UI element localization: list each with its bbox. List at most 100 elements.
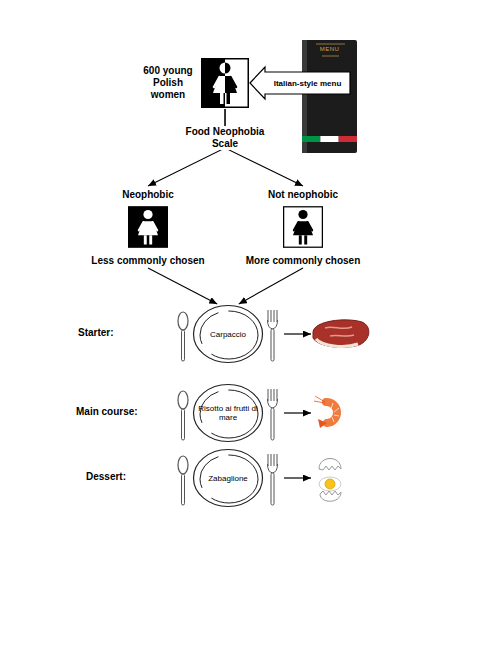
figure-head (143, 210, 152, 219)
spoon-bowl (178, 312, 188, 330)
fork-tines (268, 310, 277, 322)
icon-background (128, 206, 168, 248)
fork-tines (268, 389, 277, 401)
fork-base (268, 320, 278, 329)
shrimp-antennae (314, 396, 325, 403)
egg-shell-top (319, 459, 341, 471)
flag-green (302, 136, 320, 142)
figure-leg (144, 235, 147, 244)
figure-leg (227, 93, 231, 104)
fork-tines (268, 454, 277, 466)
plate-rim (194, 385, 263, 442)
scale-label: Food Neophobia Scale (183, 126, 267, 150)
fork-handle (271, 408, 274, 440)
dish-plate: Zabaglione (192, 448, 264, 508)
icon-border (202, 59, 249, 108)
flag-red (339, 136, 357, 142)
fork-base (268, 399, 278, 408)
shrimp-body (326, 402, 337, 423)
flag-white (320, 136, 338, 142)
choice-note: Less commonly chosen (91, 255, 204, 267)
fork-handle (271, 329, 274, 361)
shrimp-tail (318, 419, 327, 428)
figure-arms (294, 222, 312, 230)
icon-background (284, 207, 323, 247)
dish-name: Risotto ai frutti di mare (197, 404, 259, 422)
population-label: 600 young Polish women (137, 65, 199, 101)
spoon-bowl (178, 391, 188, 409)
egg-white (319, 477, 341, 491)
woman-icon (128, 203, 168, 251)
spoon-handle (182, 409, 185, 440)
figure-leg (149, 235, 152, 244)
egg-shell-bottom (320, 491, 341, 501)
figure-dress (213, 76, 225, 93)
spoon-symbol (178, 391, 188, 440)
figure-head (220, 63, 226, 74)
steak-fat (316, 339, 358, 346)
group-heading: Not neophobic (268, 189, 338, 201)
steak-meat (313, 320, 369, 348)
steak-picture (313, 320, 369, 348)
leader-arrow (284, 412, 311, 413)
dish-name: Zabaglione (208, 474, 248, 483)
figure-dark (225, 63, 237, 105)
menu-cover (302, 40, 357, 153)
spoon-bowl (178, 456, 188, 474)
menu-shape (302, 40, 357, 153)
flow-arrow (239, 268, 303, 304)
group-icon: Not neophobicMore commonly chosen (238, 186, 368, 268)
leader-arrow (284, 333, 311, 334)
fork-symbol (268, 310, 278, 361)
spoon-symbol (178, 456, 188, 505)
figure-light (138, 210, 158, 245)
woman-icon (283, 203, 323, 251)
figure-dark (293, 210, 313, 245)
figure-arms (225, 77, 236, 87)
figure-head (225, 63, 231, 74)
woman-icon (201, 58, 249, 108)
plate-well (200, 311, 258, 359)
course-label: Starter: (78, 327, 150, 339)
dish-plate: Risotto ai frutti di mare (192, 383, 264, 443)
plate-rim (194, 450, 263, 507)
spoon-symbol (178, 312, 188, 361)
shrimp-segments (331, 403, 339, 422)
figure-dress (293, 221, 313, 235)
menu-title: MENU (302, 46, 357, 52)
figure-dress (138, 221, 158, 235)
choice-note: More commonly chosen (246, 255, 360, 267)
group-icon: NeophobicLess commonly chosen (85, 186, 211, 268)
population-icon: 600 young Polish women (137, 57, 249, 109)
figure-leg (220, 93, 224, 104)
egg-yolk (325, 479, 335, 489)
spoon-handle (182, 474, 185, 505)
fork-symbol (268, 389, 278, 440)
steak-marbling (325, 327, 352, 328)
fork-handle (271, 473, 274, 505)
group-heading: Neophobic (122, 189, 174, 201)
dish-name: Carpaccio (210, 330, 246, 339)
figure-leg (299, 235, 302, 244)
figure-light (213, 63, 225, 105)
course-label: Main course: (76, 406, 156, 418)
plate-well (200, 455, 258, 503)
shrimp-picture (314, 396, 339, 428)
arrow-label: Italian-style menu (265, 72, 350, 94)
leader-arrow (284, 477, 311, 478)
figure-head (298, 210, 307, 219)
figure-arms (139, 222, 157, 230)
figure-dress (225, 76, 237, 93)
spoon-handle (182, 330, 185, 361)
figure-leg (304, 235, 307, 244)
steak-marbling (330, 335, 354, 336)
course-label: Dessert: (86, 471, 158, 483)
dish-plate: Carpaccio (192, 304, 264, 364)
fork-base (268, 464, 278, 473)
menu-card: MENU (302, 40, 357, 153)
plate-rim (194, 306, 263, 363)
fork-symbol (268, 454, 278, 505)
egg-picture (319, 459, 341, 502)
flow-arrow (148, 268, 217, 304)
